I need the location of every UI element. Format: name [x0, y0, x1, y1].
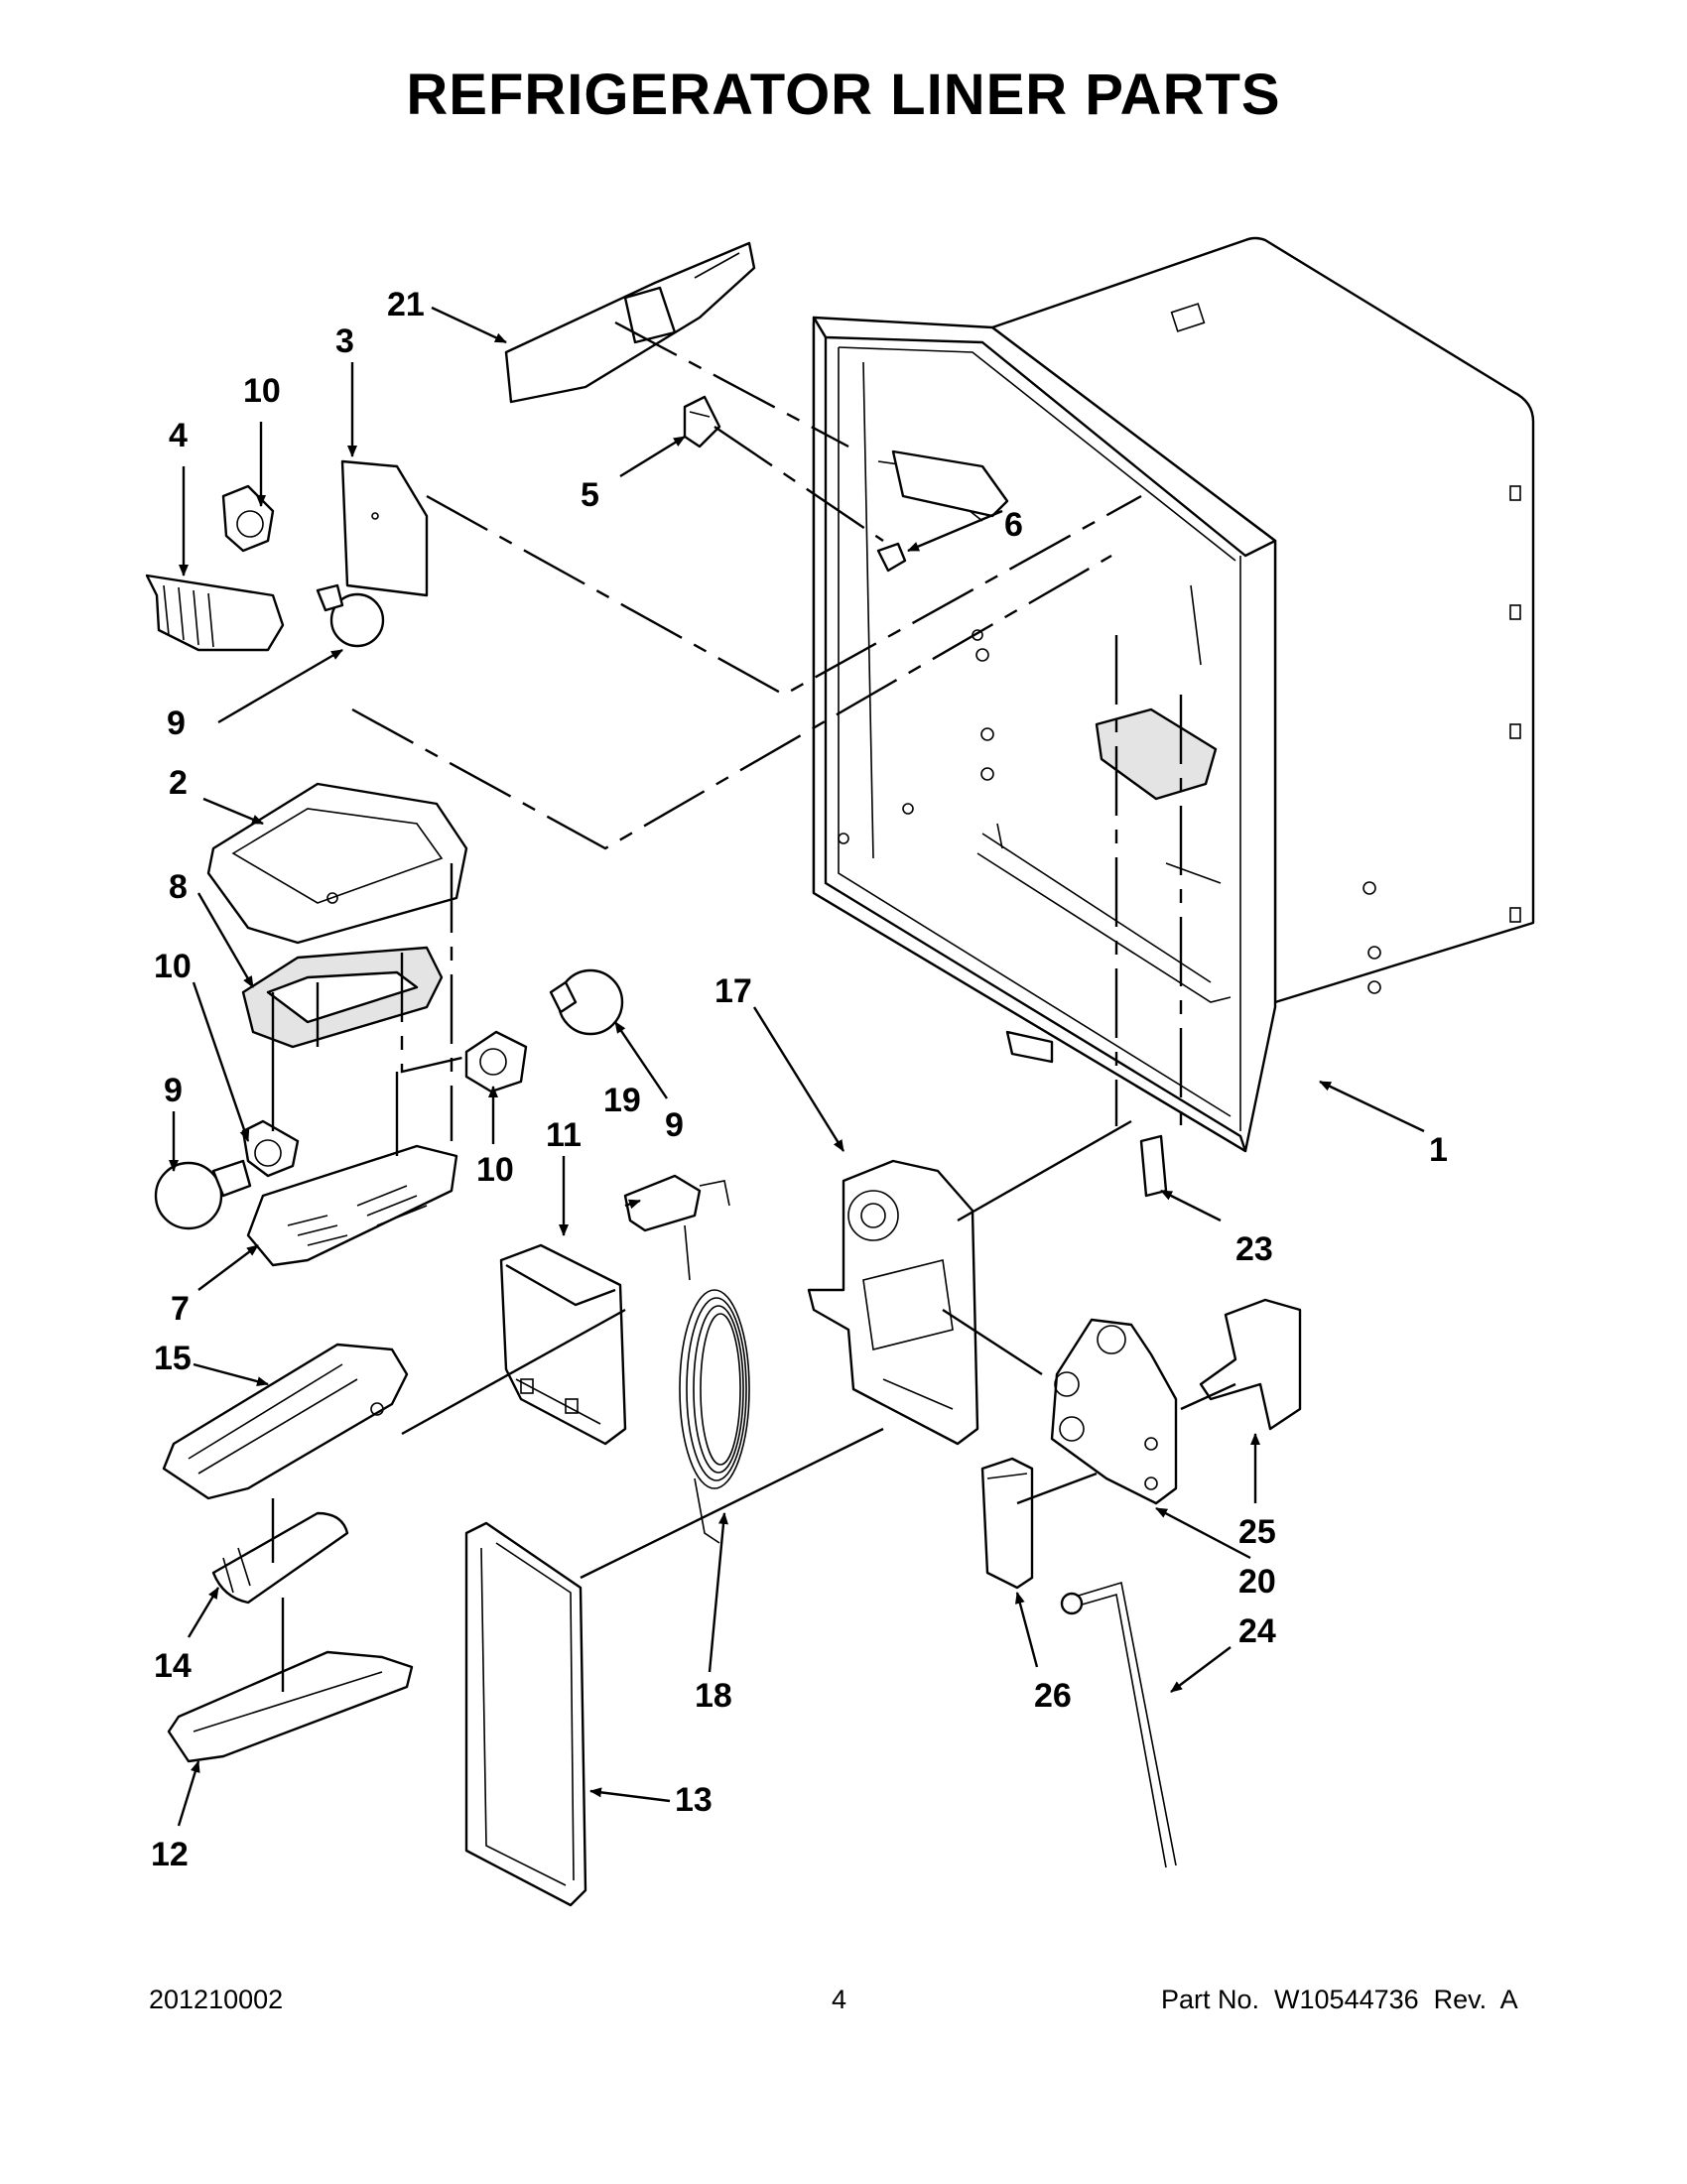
- callout-17: 17: [714, 972, 752, 1010]
- callout-15: 15: [154, 1340, 192, 1377]
- part-20-water-valve: [1050, 1318, 1178, 1505]
- part-12-filter-tray: [167, 1650, 414, 1763]
- callout-24: 24: [1238, 1612, 1276, 1650]
- callout-11: 11: [546, 1116, 582, 1154]
- footer-doc-code: 201210002: [149, 1985, 284, 2014]
- callout-arrows: [169, 306, 1425, 1827]
- part-10-left-socket: [241, 1119, 300, 1178]
- part-10-mid-socket: [464, 1030, 528, 1093]
- part-17-dispenser-housing: [807, 1159, 979, 1446]
- callout-7: 7: [171, 1290, 190, 1328]
- part-26-bracket: [980, 1457, 1034, 1590]
- part-15-filter-head: [162, 1343, 409, 1500]
- part-24-water-tube: [1060, 1581, 1177, 1868]
- callout-13: 13: [675, 1781, 713, 1819]
- callout-10-top: 10: [243, 372, 281, 410]
- refrigerator-liner: [812, 236, 1535, 1153]
- part-4-light-cover: [145, 574, 285, 652]
- callout-10-mid: 10: [476, 1151, 514, 1189]
- part-9-right-bulb: [549, 968, 624, 1036]
- callout-8: 8: [169, 868, 188, 906]
- callout-14: 14: [154, 1647, 192, 1685]
- callout-20: 20: [1238, 1563, 1276, 1601]
- part-9-top-bulb: [316, 583, 385, 648]
- callout-10-left: 10: [154, 948, 192, 985]
- callout-2: 2: [169, 764, 188, 802]
- callout-12: 12: [151, 1836, 189, 1873]
- callout-9-left: 9: [164, 1072, 183, 1109]
- callout-labels: 21 3 10 4 5 6 9 2 8 10 9 17 9 19 11 10 1…: [151, 286, 1448, 1873]
- part-25-valve-cover: [1199, 1298, 1302, 1431]
- assembly-lines: [271, 321, 1236, 1692]
- callout-1: 1: [1429, 1131, 1448, 1169]
- part-23-switch: [1139, 1134, 1168, 1198]
- callout-9-right: 9: [665, 1106, 684, 1144]
- part-13-panel: [464, 1521, 587, 1907]
- footer-page-number: 4: [832, 1985, 847, 2014]
- footer-part-number: Part No. W10544736 Rev. A: [1161, 1985, 1518, 2014]
- part-18-wire-harness: [679, 1224, 750, 1544]
- part-7-light-cover: [246, 1144, 458, 1267]
- part-6-clip: [876, 542, 907, 573]
- callout-26: 26: [1034, 1677, 1072, 1715]
- callout-18: 18: [695, 1677, 732, 1715]
- page-title: REFRIGERATOR LINER PARTS: [406, 63, 1281, 127]
- part-19-switch: [623, 1174, 730, 1232]
- callout-19: 19: [603, 1082, 641, 1119]
- part-10-top-socket: [221, 484, 275, 553]
- part-2-light-housing: [206, 782, 468, 945]
- callout-9-top: 9: [167, 705, 186, 742]
- part-9-left-bulb: [154, 1159, 252, 1230]
- callout-6: 6: [1004, 506, 1023, 544]
- callout-4: 4: [169, 417, 188, 454]
- part-21-duct-cover: [504, 241, 756, 404]
- callout-5: 5: [581, 476, 599, 514]
- callout-23: 23: [1235, 1230, 1273, 1268]
- callout-3: 3: [335, 322, 354, 360]
- part-8-light-lens: [241, 946, 444, 1049]
- callout-21: 21: [387, 286, 425, 323]
- part-5-damper: [683, 395, 721, 449]
- part-3-light-shield: [340, 459, 429, 597]
- callout-25: 25: [1238, 1513, 1276, 1551]
- part-14-filter-cartridge: [211, 1511, 349, 1605]
